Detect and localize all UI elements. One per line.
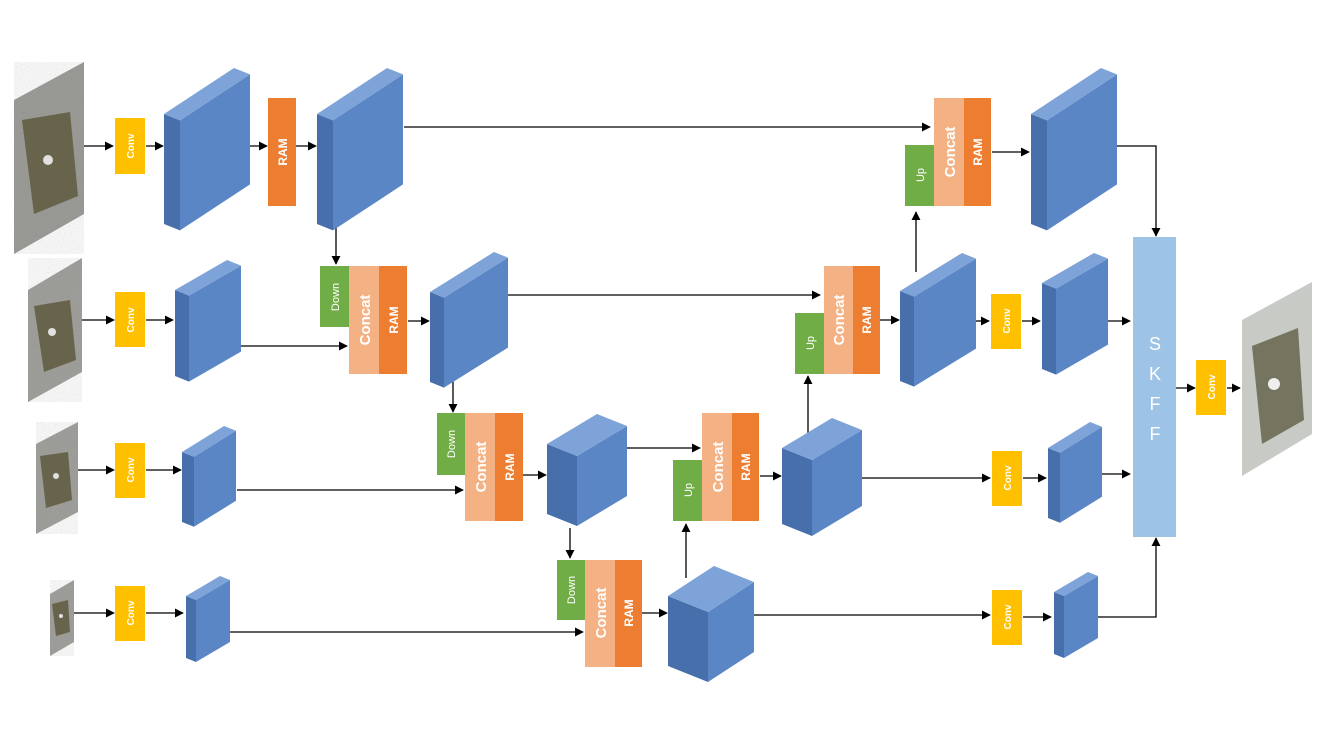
feature-maps (164, 68, 1117, 682)
svg-text:RAM: RAM (387, 306, 401, 333)
svg-text:Up: Up (915, 168, 927, 182)
svg-text:Concat: Concat (593, 588, 610, 639)
svg-text:Conv: Conv (1002, 308, 1013, 333)
input-image-scale-2 (28, 258, 82, 402)
conv-block-out-4: Conv (992, 590, 1022, 645)
svg-text:Conv: Conv (1003, 465, 1014, 490)
conv-block-final: Conv (1196, 360, 1226, 415)
down-concat-ram-2: Down Concat RAM (437, 413, 523, 521)
svg-text:Conv: Conv (1207, 374, 1218, 399)
svg-text:Down: Down (446, 430, 458, 458)
svg-text:Conv: Conv (126, 133, 137, 158)
connection-arrows (74, 122, 1241, 637)
feature-map-r2-out (1042, 253, 1108, 375)
svg-text:Conv: Conv (126, 307, 137, 332)
svg-text:Concat: Concat (473, 442, 490, 493)
svg-text:Concat: Concat (942, 127, 959, 178)
conv-block-in-2: Conv (115, 292, 145, 347)
feature-map-r3-enc-a (182, 426, 236, 527)
svg-text:Up: Up (683, 483, 695, 497)
up-concat-ram-2: Up Concat RAM (795, 266, 880, 374)
skff-block: S K F F (1133, 237, 1176, 537)
svg-text:RAM: RAM (622, 599, 636, 626)
svg-text:RAM: RAM (971, 138, 985, 165)
input-image-scale-4 (50, 580, 74, 656)
input-image-scale-1 (14, 62, 84, 254)
feature-map-r1-enc-a (164, 68, 250, 231)
svg-text:Conv: Conv (126, 600, 137, 625)
svg-text:K: K (1149, 364, 1161, 384)
feature-map-r4-enc-a (186, 576, 230, 662)
svg-text:RAM: RAM (503, 453, 517, 480)
svg-text:Conv: Conv (126, 457, 137, 482)
svg-text:Conv: Conv (1003, 604, 1014, 629)
svg-text:RAM: RAM (276, 138, 290, 165)
feature-map-r1-dec (1031, 68, 1117, 231)
conv-block-out-3: Conv (992, 451, 1022, 506)
svg-text:Down: Down (330, 283, 342, 311)
down-concat-ram-3: Down Concat RAM (557, 560, 642, 667)
svg-text:RAM: RAM (739, 453, 753, 480)
svg-text:F: F (1150, 394, 1161, 414)
input-image-scale-3 (36, 422, 78, 534)
feature-map-r1-enc-b (317, 68, 403, 231)
conv-block-in-4: Conv (115, 586, 145, 641)
feature-map-r3-dec (782, 418, 862, 536)
feature-map-r2-enc-b (430, 252, 508, 388)
ram-block-1: RAM (268, 98, 296, 206)
svg-text:S: S (1149, 334, 1161, 354)
svg-text:Concat: Concat (357, 295, 374, 346)
conv-block-in-3: Conv (115, 443, 145, 498)
down-concat-ram-1: Down Concat RAM (320, 266, 407, 374)
up-concat-ram-3: Up Concat RAM (905, 98, 991, 206)
feature-map-r2-dec (900, 253, 976, 387)
feature-map-r2-enc-a (175, 260, 241, 382)
feature-map-r4-out (1054, 572, 1098, 658)
svg-text:F: F (1150, 424, 1161, 444)
feature-map-r3-out (1048, 422, 1102, 523)
conv-block-out-2: Conv (991, 294, 1021, 349)
up-concat-ram-1: Up Concat RAM (673, 413, 759, 521)
svg-text:Concat: Concat (831, 295, 848, 346)
svg-text:Concat: Concat (710, 442, 727, 493)
feature-map-r3-enc-b (547, 414, 627, 526)
svg-text:RAM: RAM (860, 306, 874, 333)
feature-map-r4-enc-b (668, 566, 754, 682)
svg-text:Up: Up (805, 336, 817, 350)
output-image (1242, 282, 1312, 476)
conv-block-in-1: Conv (115, 118, 145, 174)
svg-text:Down: Down (566, 576, 578, 604)
